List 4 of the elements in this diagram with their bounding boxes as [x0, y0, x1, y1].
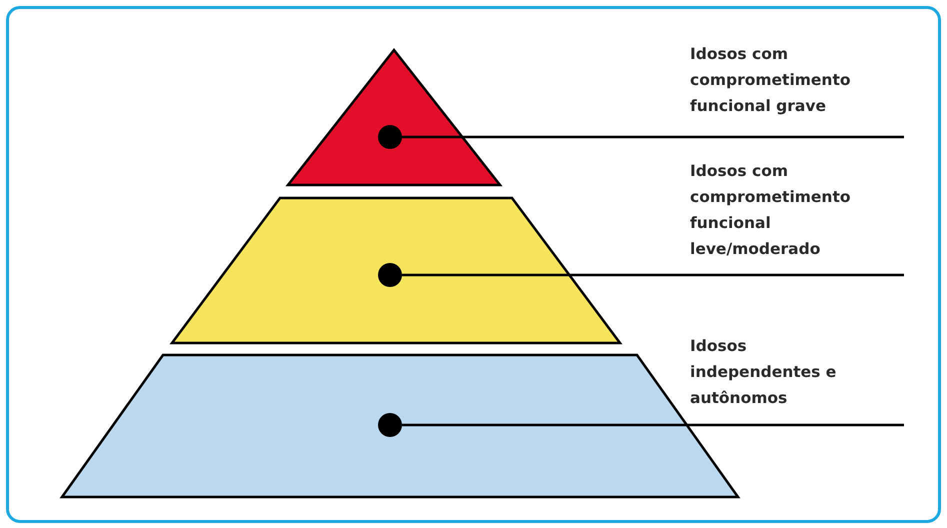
leader-line — [402, 424, 904, 426]
leader-line — [402, 274, 904, 276]
leader-line — [402, 136, 904, 138]
level-label: Idosos independentes e autônomos — [690, 336, 838, 409]
